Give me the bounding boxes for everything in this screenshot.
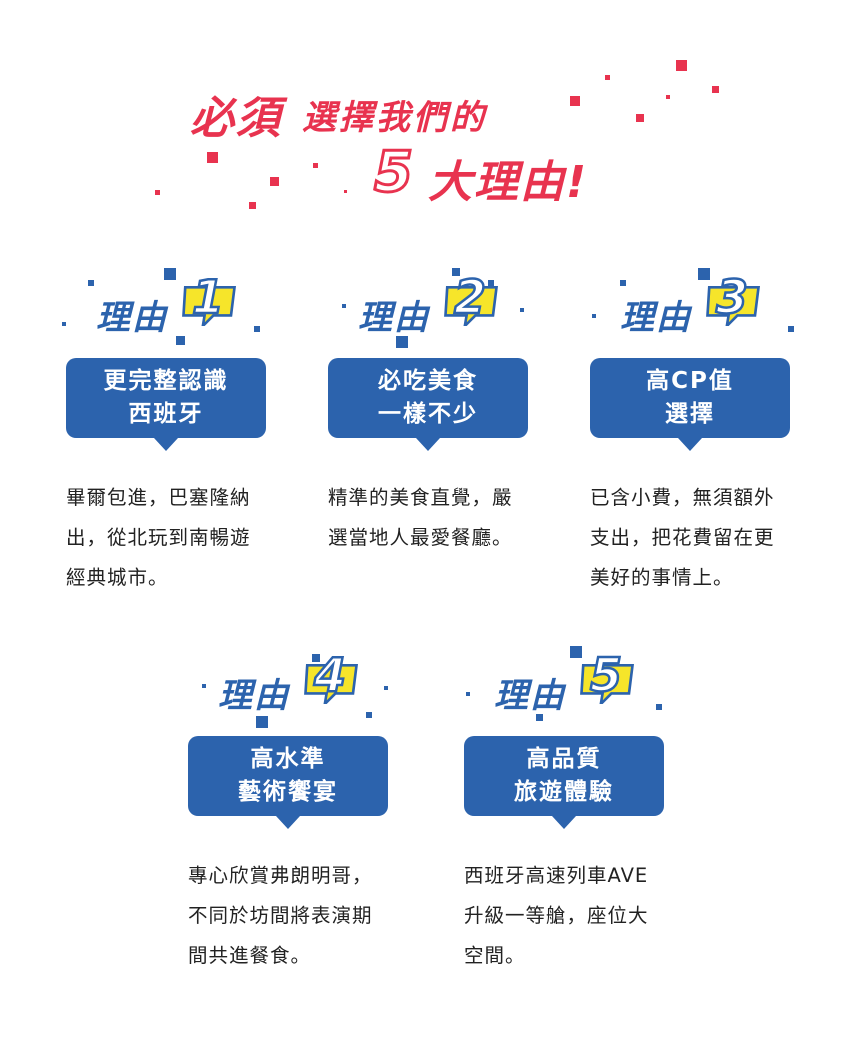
reason-title-line1: 高水準 bbox=[250, 746, 326, 772]
reason-label: 理由 bbox=[620, 298, 692, 338]
reason-5-header: 理由 5 bbox=[464, 646, 684, 721]
reason-5: 理由 5 高品質 旅遊體驗 西班牙高速列車AVE 升級一等艙，座位大 空間。 bbox=[464, 646, 684, 976]
reason-title-box: 高水準 藝術饗宴 bbox=[188, 736, 388, 829]
reason-4-header: 理由 4 bbox=[188, 646, 408, 728]
reason-number: 4 bbox=[313, 647, 348, 704]
reason-number: 2 bbox=[453, 269, 488, 326]
reason-2: 理由 2 必吃美食 一樣不少 精準的美食直覺，嚴 選當地人最愛餐廳。 bbox=[328, 268, 548, 558]
reason-label: 理由 bbox=[358, 298, 430, 338]
reason-title-box: 高品質 旅遊體驗 bbox=[464, 736, 664, 829]
desc-line: 出，從北玩到南暢遊 bbox=[66, 526, 251, 549]
reason-title-box: 更完整認識 西班牙 bbox=[66, 358, 266, 451]
reason-number: 3 bbox=[715, 269, 750, 326]
reason-title-line2: 藝術饗宴 bbox=[238, 779, 338, 805]
desc-line: 美好的事情上。 bbox=[590, 566, 734, 589]
desc-line: 升級一等艙，座位大 bbox=[464, 904, 649, 927]
desc-line: 不同於坊間將表演期 bbox=[188, 904, 373, 927]
reason-1: 理由 1 更完整認識 西班牙 畢爾包進，巴塞隆納 出，從北玩到南暢遊 經典城市。 bbox=[62, 268, 286, 598]
reason-2-header: 理由 2 bbox=[328, 268, 548, 348]
reason-title-line1: 必吃美食 bbox=[378, 368, 478, 394]
reason-number: 1 bbox=[191, 269, 226, 326]
desc-line: 專心欣賞弗朗明哥， bbox=[188, 864, 373, 887]
reason-title-box: 高CP值 選擇 bbox=[590, 358, 790, 451]
speech-bubble-icon bbox=[580, 663, 635, 704]
speech-bubble-icon bbox=[444, 285, 499, 326]
desc-line: 經典城市。 bbox=[66, 566, 169, 589]
reason-title-line2: 一樣不少 bbox=[378, 401, 478, 427]
reason-description: 精準的美食直覺，嚴 選當地人最愛餐廳。 bbox=[328, 478, 558, 558]
desc-line: 支出，把花費留在更 bbox=[590, 526, 775, 549]
reason-description: 專心欣賞弗朗明哥， 不同於坊間將表演期 間共進餐食。 bbox=[188, 856, 418, 976]
reason-title-box: 必吃美食 一樣不少 bbox=[328, 358, 528, 451]
reason-title-line2: 選擇 bbox=[665, 401, 715, 427]
desc-line: 精準的美食直覺，嚴 bbox=[328, 486, 513, 509]
reason-title-line1: 高CP值 bbox=[646, 368, 734, 394]
reason-title-line2: 旅遊體驗 bbox=[514, 779, 614, 805]
desc-line: 畢爾包進，巴塞隆納 bbox=[66, 486, 251, 509]
reason-description: 西班牙高速列車AVE 升級一等艙，座位大 空間。 bbox=[464, 856, 694, 976]
speech-bubble-icon bbox=[304, 663, 359, 704]
reason-title-line1: 高品質 bbox=[526, 746, 602, 772]
desc-line: 間共進餐食。 bbox=[188, 944, 312, 967]
reason-description: 畢爾包進，巴塞隆納 出，從北玩到南暢遊 經典城市。 bbox=[66, 478, 296, 598]
reason-3-header: 理由 3 bbox=[590, 268, 810, 338]
reason-3: 理由 3 高CP值 選擇 已含小費，無須額外 支出，把花費留在更 美好的事情上。 bbox=[590, 268, 810, 598]
reason-label: 理由 bbox=[218, 676, 290, 716]
desc-line: 選當地人最愛餐廳。 bbox=[328, 526, 513, 549]
speech-bubble-icon bbox=[182, 285, 237, 326]
reason-label: 理由 bbox=[494, 676, 566, 716]
reason-1-header: 理由 1 bbox=[62, 268, 286, 345]
title-must: 必須 bbox=[190, 93, 282, 144]
desc-line: 空間。 bbox=[464, 944, 526, 967]
desc-line: 西班牙高速列車AVE bbox=[464, 864, 649, 887]
title-number: 5 bbox=[373, 139, 415, 207]
desc-line: 已含小費，無須額外 bbox=[590, 486, 775, 509]
title-reasons: 大理由! bbox=[428, 157, 589, 208]
reason-description: 已含小費，無須額外 支出，把花費留在更 美好的事情上。 bbox=[590, 478, 820, 598]
speech-bubble-icon bbox=[706, 285, 761, 326]
reason-title-line1: 更完整認識 bbox=[103, 368, 229, 394]
reason-4: 理由 4 高水準 藝術饗宴 專心欣賞弗朗明哥， 不同於坊間將表演期 間共進餐食。 bbox=[188, 646, 408, 976]
reason-title-line2: 西班牙 bbox=[128, 401, 204, 427]
reason-number: 5 bbox=[589, 647, 624, 704]
title-choose-us: 選擇我們的 bbox=[302, 98, 487, 138]
reason-label: 理由 bbox=[96, 298, 168, 338]
